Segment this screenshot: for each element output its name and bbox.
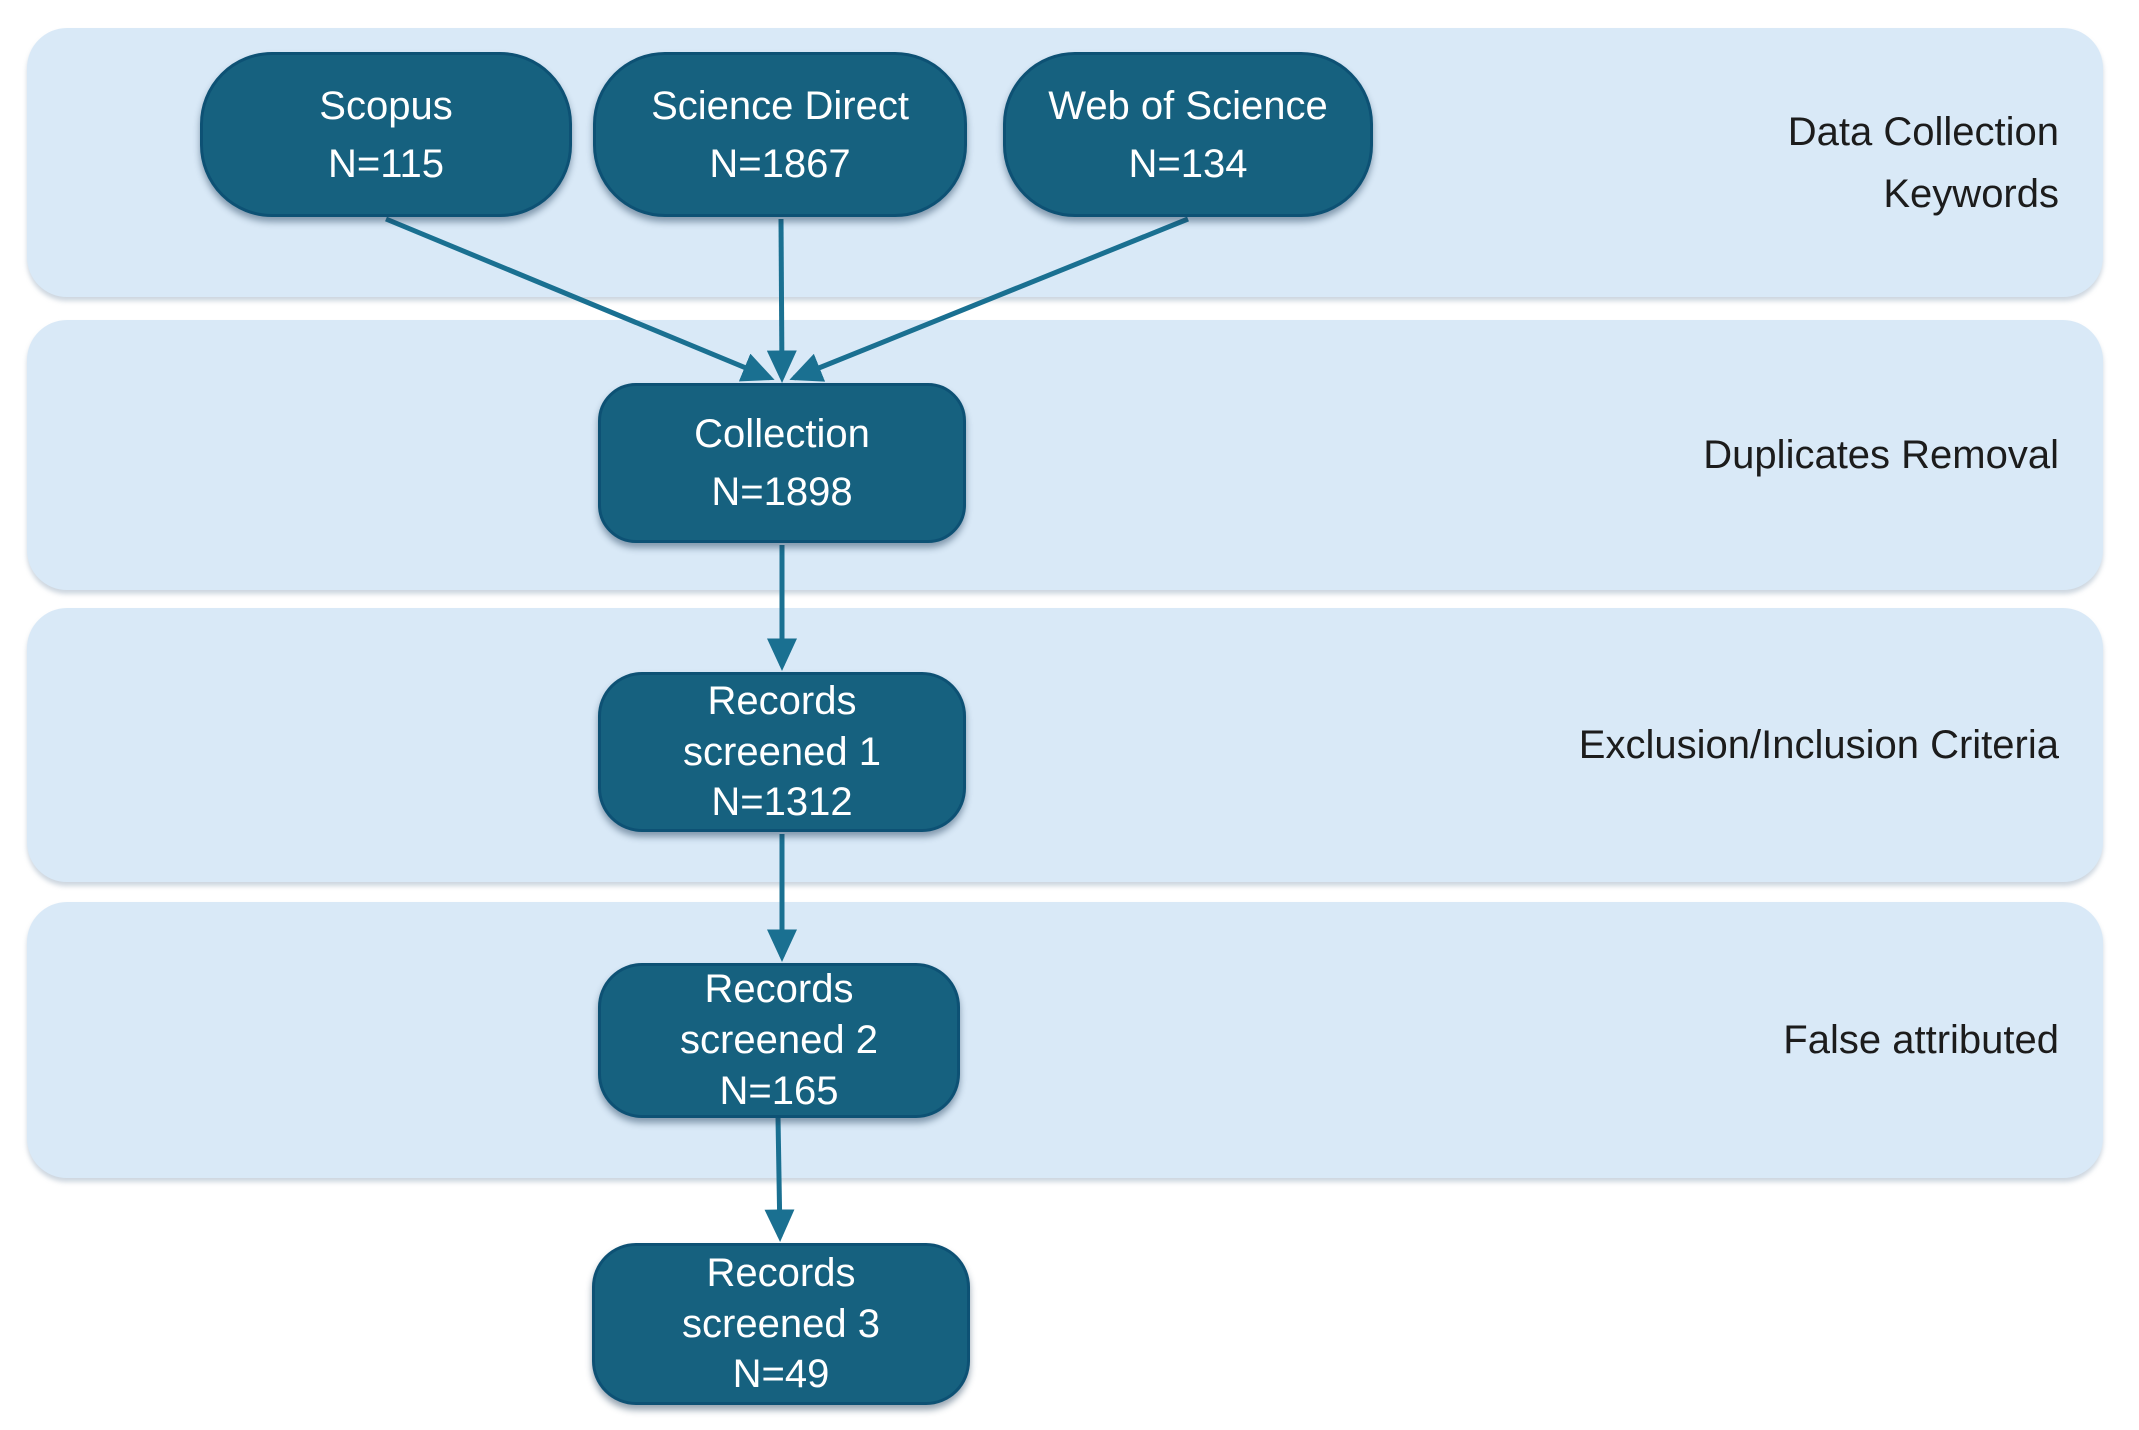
stage-band-duplicates-removal: Duplicates Removal bbox=[27, 320, 2103, 590]
node-science-direct: Science Direct N=1867 bbox=[593, 52, 967, 217]
stage-band-exclusion-inclusion: Exclusion/Inclusion Criteria bbox=[27, 608, 2103, 882]
stage-label-data-collection: Data Collection Keywords bbox=[1787, 109, 2059, 216]
node-records-screened-2: Records screened 2 N=165 bbox=[598, 963, 960, 1118]
node-records-screened-1: Records screened 1 N=1312 bbox=[598, 672, 966, 832]
stage-band-false-attributed: False attributed bbox=[27, 902, 2103, 1178]
node-scopus: Scopus N=115 bbox=[200, 52, 572, 217]
arrow-records-2-to-records-3 bbox=[764, 1116, 795, 1242]
node-collection: Collection N=1898 bbox=[598, 383, 966, 543]
arrow-web-of-science-to-collection bbox=[789, 216, 1189, 382]
stage-label-exclusion-inclusion: Exclusion/Inclusion Criteria bbox=[1578, 723, 2059, 767]
node-records-screened-3: Records screened 3 N=49 bbox=[592, 1243, 970, 1405]
node-web-of-science: Web of Science N=134 bbox=[1003, 52, 1373, 217]
arrow-science-direct-to-collection bbox=[766, 218, 797, 383]
stage-label-false-attributed: False attributed bbox=[1783, 1018, 2059, 1062]
stage-label-duplicates-removal: Duplicates Removal bbox=[1703, 433, 2059, 477]
arrow-scopus-to-collection bbox=[385, 216, 775, 382]
